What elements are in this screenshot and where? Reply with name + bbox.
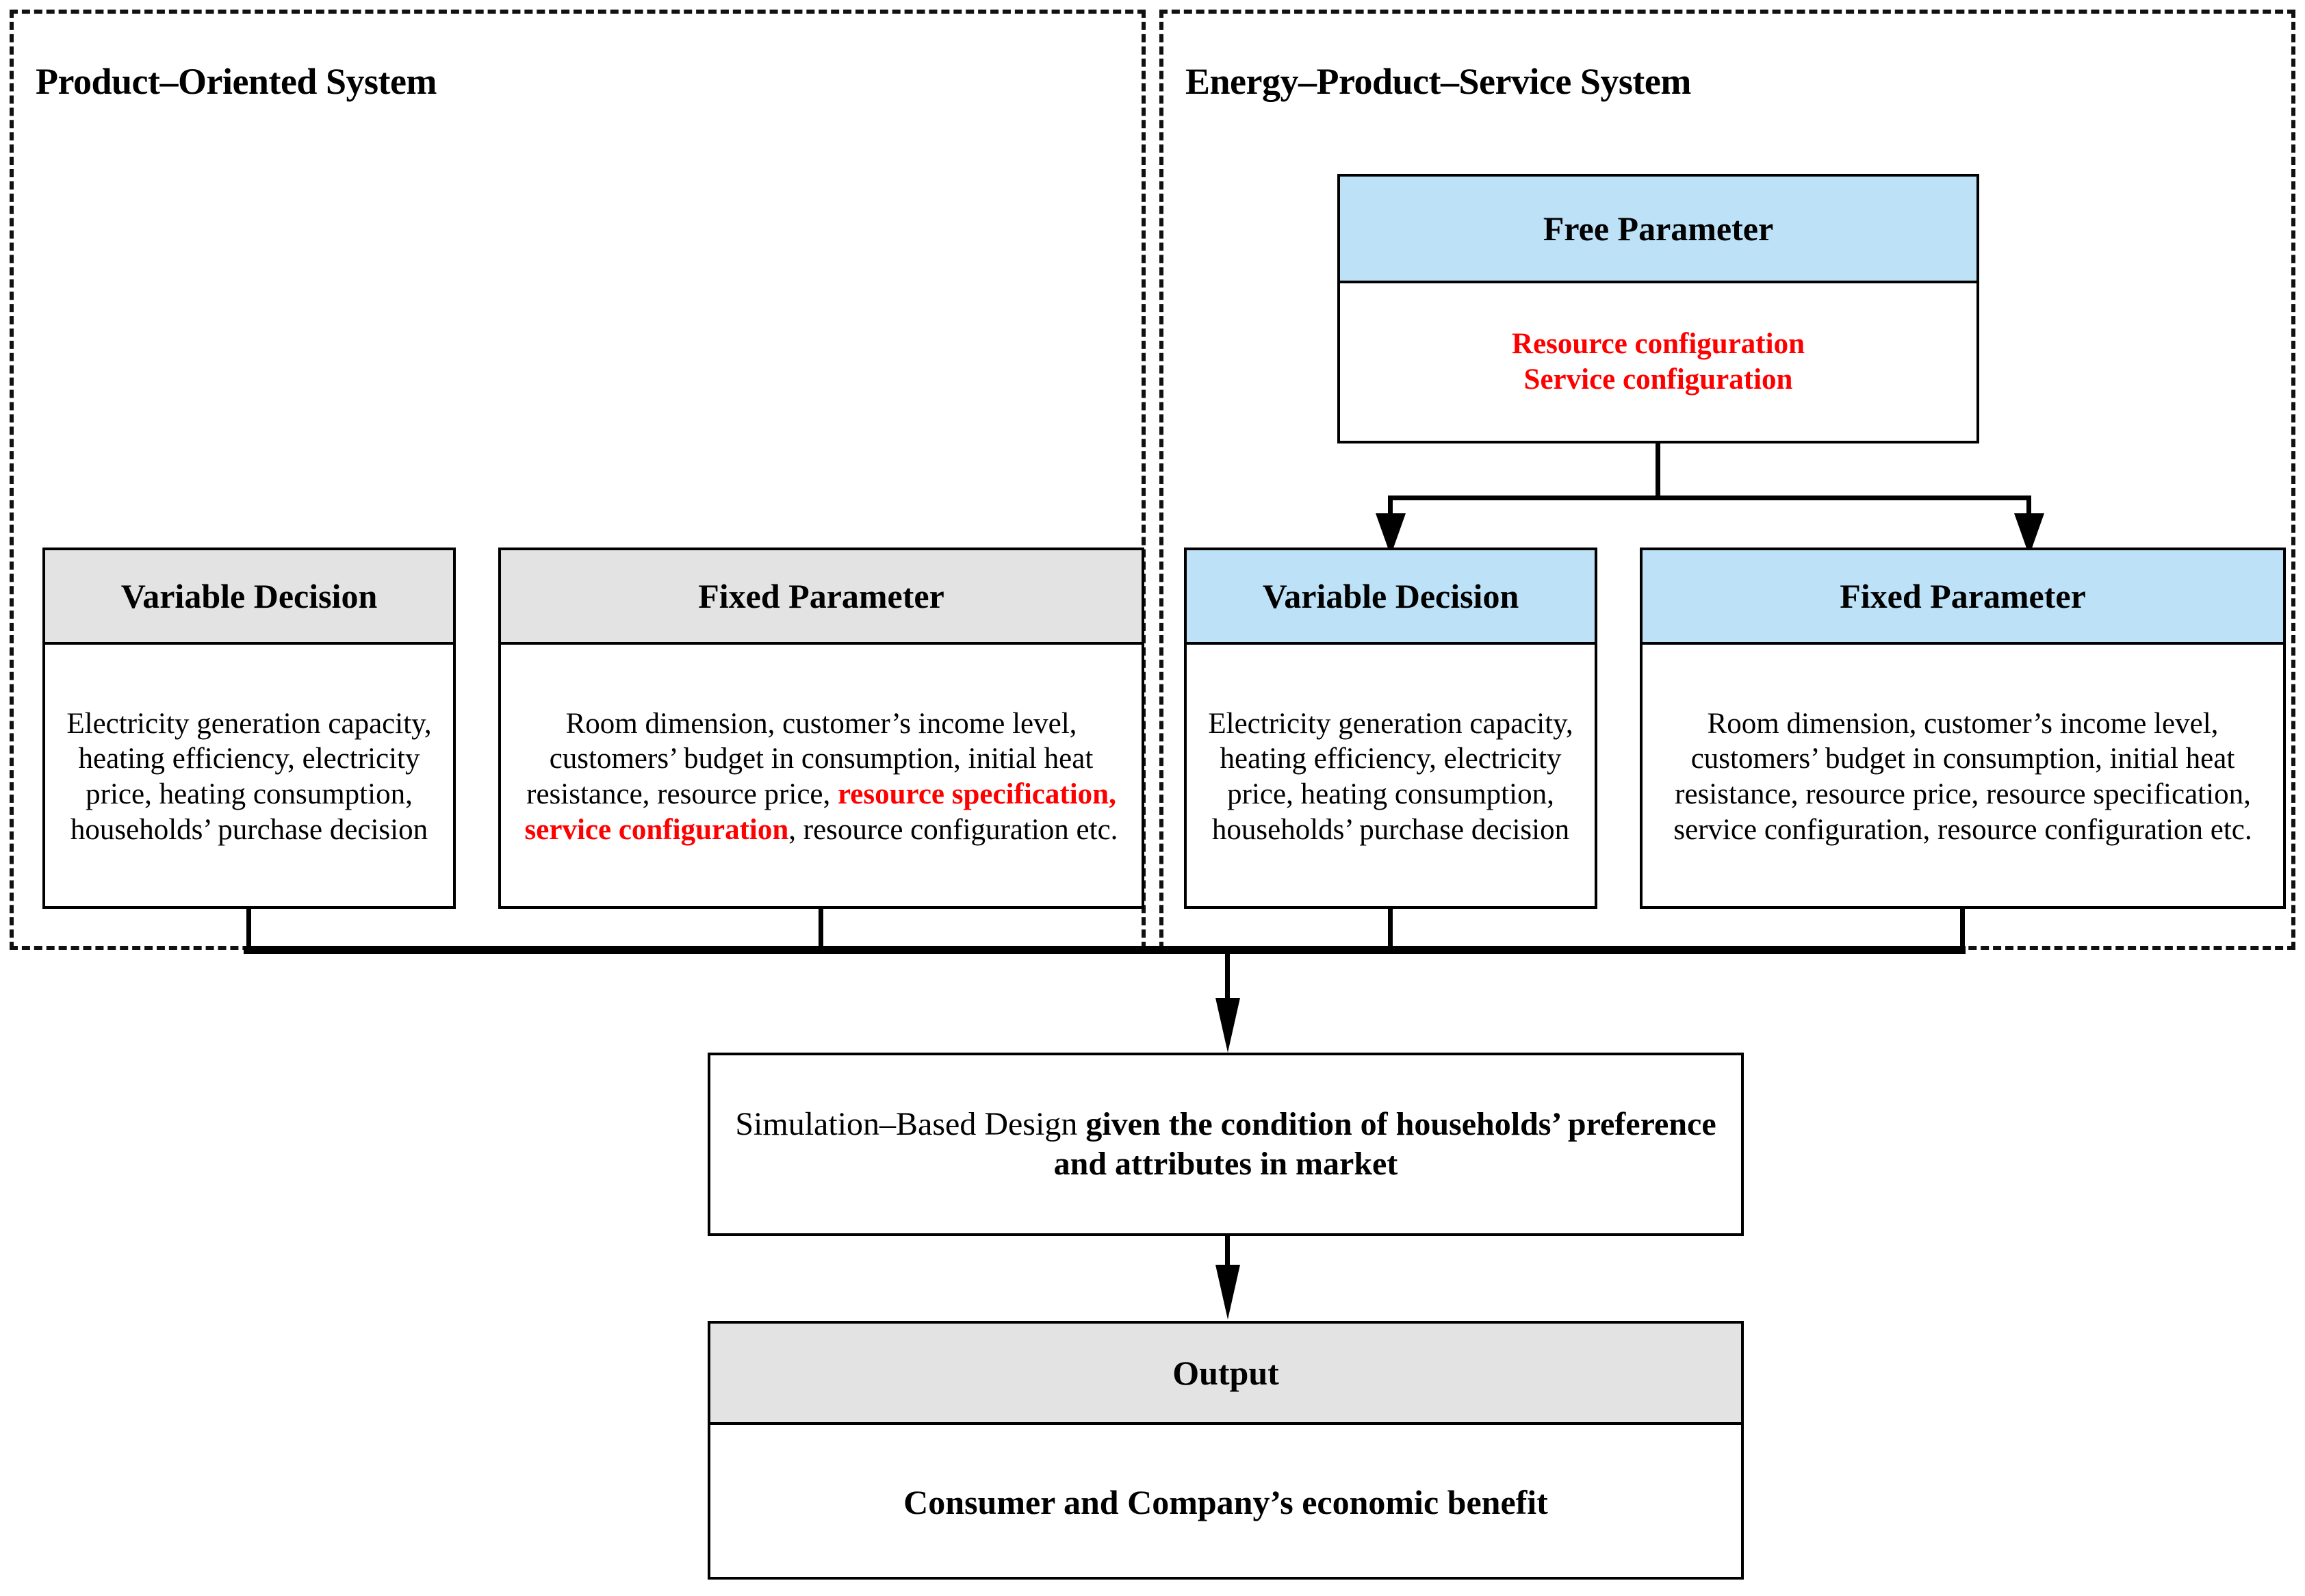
arrow-to-simulation-box [1215,998,1240,1053]
left-fixed-parameter-body-part1: Room dimension, customer’s income level,… [526,707,1094,810]
simulation-based-design-body: Simulation–Based Design given the condit… [710,1055,1741,1233]
connector-free-parameter-stem [1656,443,1660,500]
drop-right-variable-decision [1388,909,1393,950]
drop-right-fixed-parameter [1960,909,1965,950]
simulation-text-regular: Simulation–Based Design [735,1106,1086,1143]
right-fixed-parameter-header: Fixed Parameter [1643,550,2283,645]
left-variable-decision-body: Electricity generation capacity, heating… [66,707,432,846]
collector-bus [244,946,1966,954]
simulation-text-bold: given the condition of households’ prefe… [1053,1106,1716,1182]
drop-left-variable-decision [246,909,251,950]
left-fixed-parameter-body-part2: , resource configuration etc. [788,813,1118,846]
collector-stem-to-simulation [1225,950,1230,1003]
right-variable-decision-card: Variable Decision Electricity generation… [1184,548,1597,909]
free-parameter-header: Free Parameter [1340,177,1976,283]
free-parameter-card: Free Parameter Resource configuration Se… [1337,174,1979,443]
left-variable-decision-card: Variable Decision Electricity generation… [42,548,456,909]
left-fixed-parameter-body: Room dimension, customer’s income level,… [501,645,1142,909]
free-parameter-line-1: Resource configuration [1512,328,1805,361]
left-fixed-parameter-body-highlight: resource specification, service configur… [524,778,1116,846]
left-fixed-parameter-card: Fixed Parameter Room dimension, customer… [498,548,1144,909]
drop-left-fixed-parameter [819,909,823,950]
output-body: Consumer and Company’s economic benefit [903,1483,1548,1521]
free-parameter-body: Resource configuration Service configura… [1340,283,1976,441]
output-header: Output [710,1324,1741,1425]
free-parameter-line-2: Service configuration [1523,363,1793,396]
connector-free-parameter-bus [1388,495,2031,500]
simulation-based-design-card: Simulation–Based Design given the condit… [708,1053,1744,1236]
right-variable-decision-body: Electricity generation capacity, heating… [1208,707,1573,846]
left-fixed-parameter-header: Fixed Parameter [501,550,1142,645]
right-variable-decision-header: Variable Decision [1187,550,1595,645]
arrow-to-output-box [1215,1265,1240,1320]
connector-simulation-to-output [1225,1236,1230,1269]
left-variable-decision-header: Variable Decision [45,550,453,645]
panel-title-left: Product–Oriented System [36,61,437,102]
connector-free-parameter-right-drop [2026,495,2031,517]
right-fixed-parameter-card: Fixed Parameter Room dimension, customer… [1640,548,2286,909]
panel-title-right: Energy–Product–Service System [1185,61,1691,102]
output-card: Output Consumer and Company’s economic b… [708,1321,1744,1580]
right-fixed-parameter-body: Room dimension, customer’s income level,… [1673,707,2252,846]
connector-free-parameter-left-drop [1388,495,1393,517]
